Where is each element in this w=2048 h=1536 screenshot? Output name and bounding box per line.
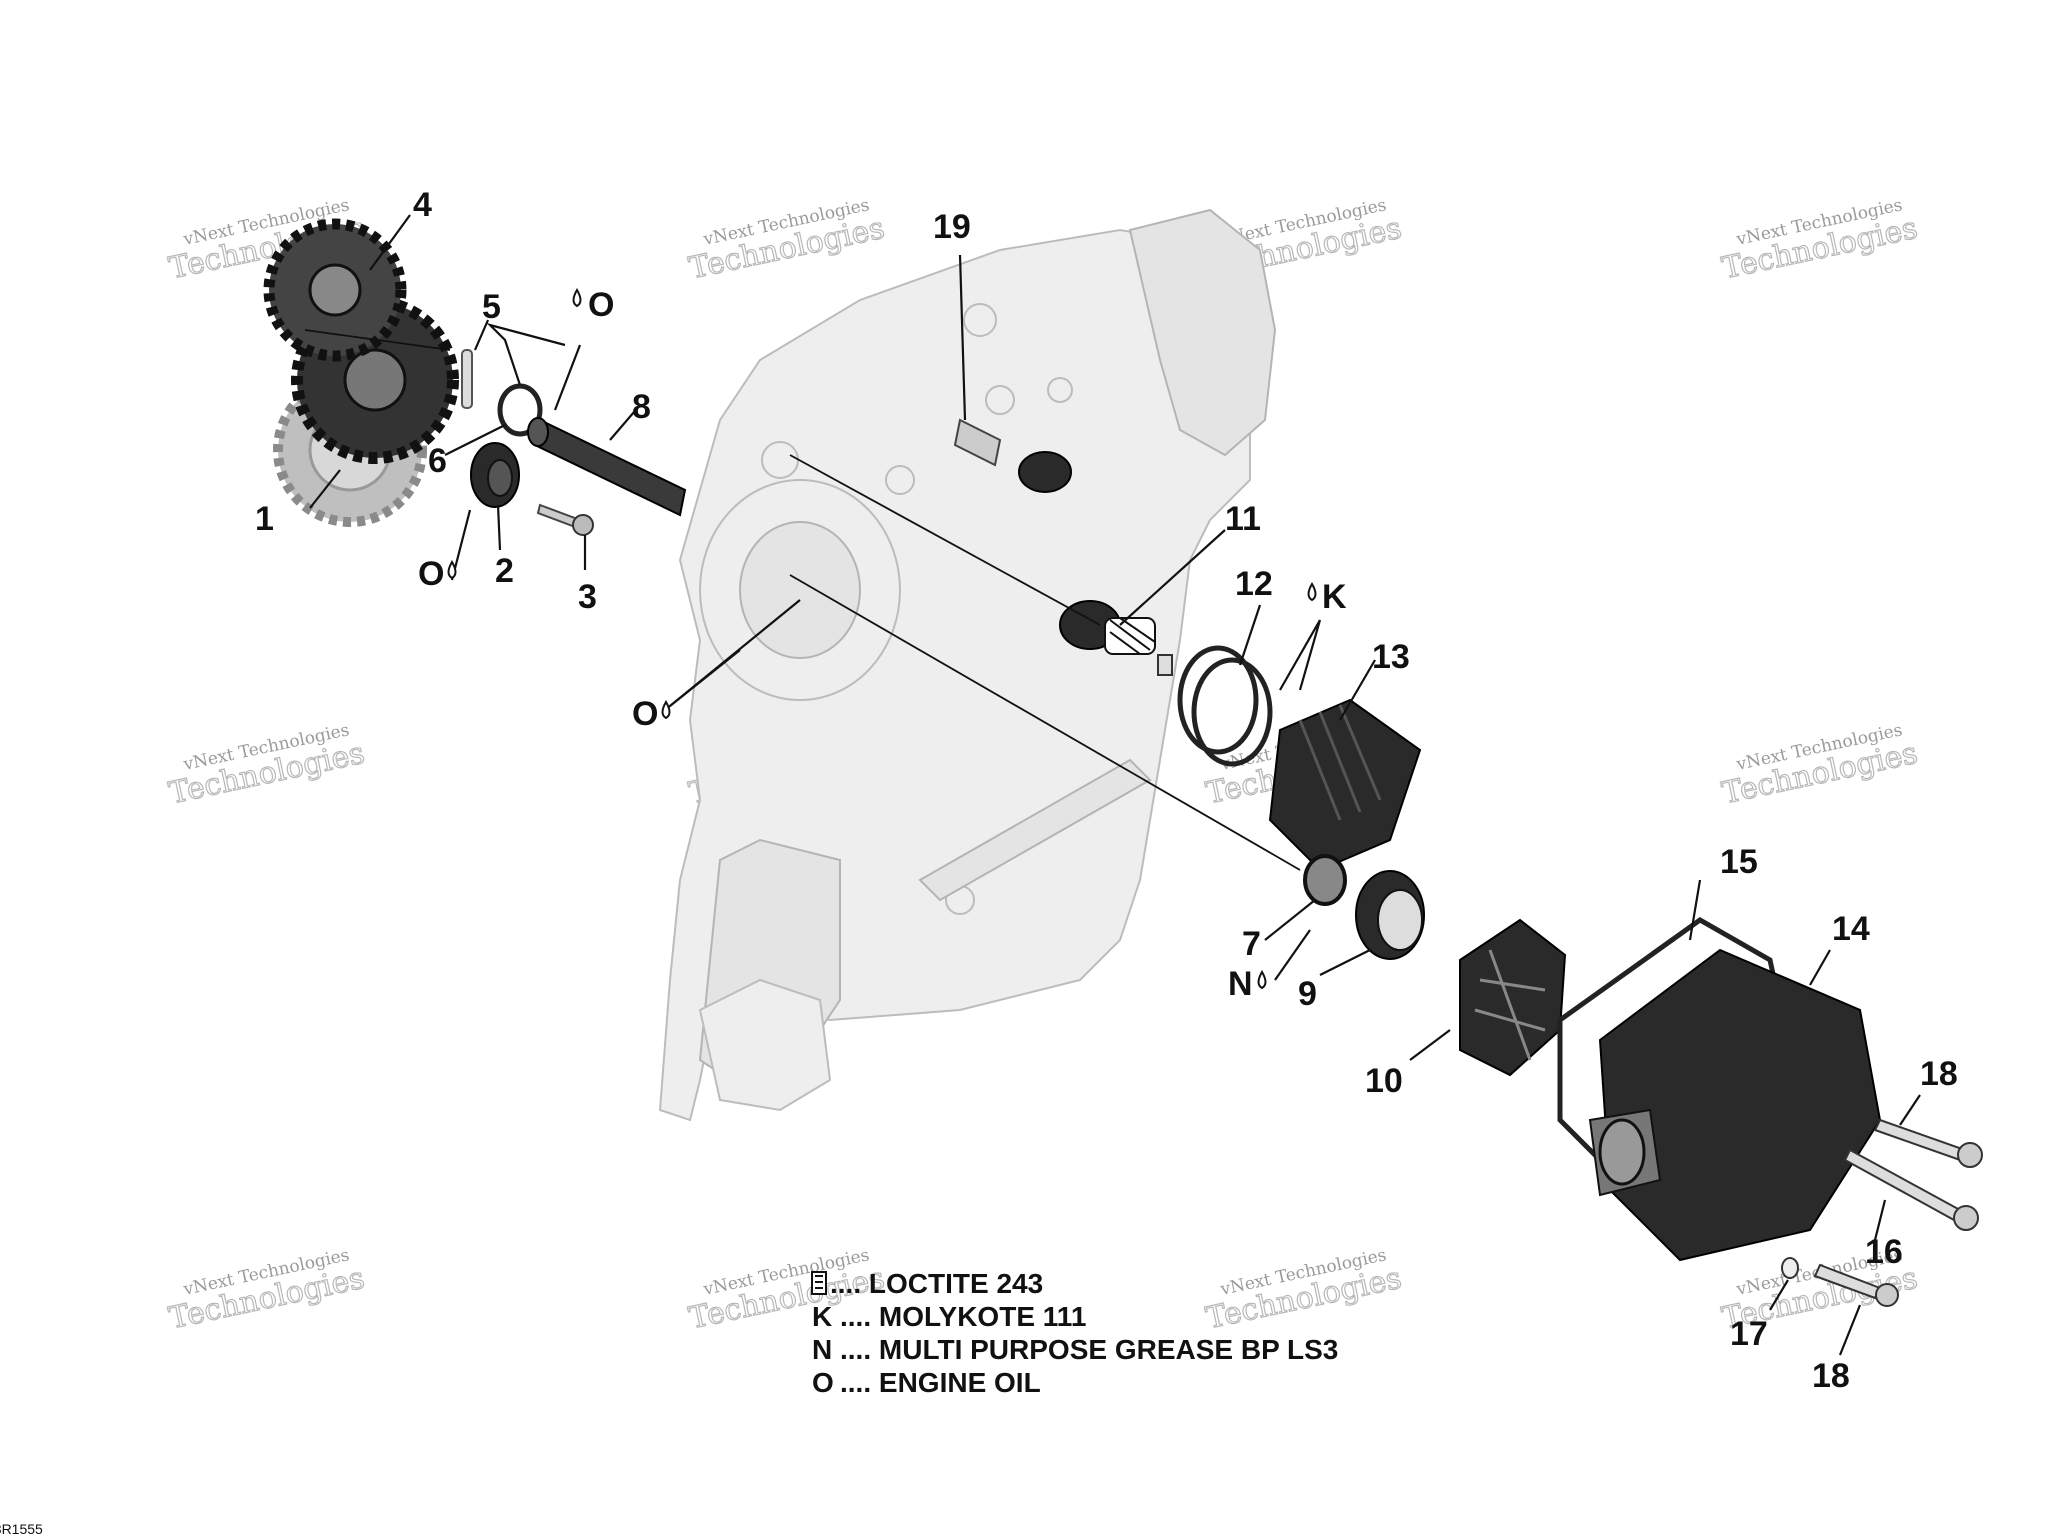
svg-text:O: O <box>588 286 614 324</box>
callout-15: 15 <box>1720 843 1758 881</box>
callout-6: 6 <box>428 442 447 480</box>
water-pump-cover-item-14 <box>1588 948 1882 1262</box>
drop-icon <box>1257 970 1267 990</box>
callout-13: 13 <box>1372 638 1410 676</box>
pin-item-5 <box>461 349 473 409</box>
legend-row-engine-oil: O .... ENGINE OIL <box>812 1367 1041 1398</box>
o-rings-item-12 <box>1177 645 1273 767</box>
callout-8: 8 <box>632 388 651 426</box>
legend-row-grease: N .... MULTI PURPOSE GREASE BP LS3 <box>812 1334 1338 1365</box>
drop-icon <box>447 560 457 580</box>
assembly-axes <box>304 329 1301 871</box>
callout-10: 10 <box>1365 1062 1403 1100</box>
bearing-item-2 <box>470 442 520 508</box>
loctite-icon <box>811 1271 827 1295</box>
callout-9: 9 <box>1298 975 1317 1013</box>
callout-1: 1 <box>255 500 274 538</box>
svg-text:N: N <box>812 1334 832 1365</box>
callout-7: 7 <box>1242 925 1261 963</box>
svg-text:K: K <box>1322 578 1347 616</box>
lubricant-markers: O O O K N <box>418 286 1347 1003</box>
callout-14: 14 <box>1832 910 1870 948</box>
callout-18-bottom: 18 <box>1812 1357 1850 1395</box>
lubricant-mark-oil-gear: O <box>418 555 457 593</box>
o-ring-item-6 <box>497 383 543 437</box>
svg-text:O: O <box>418 555 444 593</box>
idler-gear-item-4 <box>263 218 407 362</box>
watermark: Technologies vNext Technologies <box>1718 720 1921 812</box>
callout-16: 16 <box>1865 1233 1903 1271</box>
figure-code: 03R1555 <box>0 1521 43 1536</box>
callout-17: 17 <box>1730 1315 1768 1353</box>
lubricant-mark-grease: N <box>1228 965 1267 1003</box>
callout-12: 12 <box>1235 565 1273 603</box>
washer-item-17 <box>1781 1257 1799 1279</box>
hose-fitting-item-13 <box>1268 698 1422 872</box>
drop-icon <box>661 700 671 720</box>
svg-text:.... ENGINE OIL: .... ENGINE OIL <box>840 1367 1041 1398</box>
watermark: Technologies vNext Technologies <box>165 720 368 812</box>
watermark: Technologies vNext Technologies <box>1202 1245 1405 1337</box>
screw-item-3 <box>536 503 594 536</box>
svg-text:.... MULTI PURPOSE GREASE BP: .... MULTI PURPOSE GREASE BP LS3 <box>840 1334 1338 1365</box>
legend-row-loctite: .... LOCTITE 243 <box>811 1268 1043 1299</box>
svg-text:K: K <box>812 1301 832 1332</box>
callout-2: 2 <box>495 552 514 590</box>
temperature-sensor-item-19 <box>953 418 1072 493</box>
leader-lines <box>309 214 1921 1356</box>
callout-18-top: 18 <box>1920 1055 1958 1093</box>
callout-11: 11 <box>1225 500 1261 538</box>
drop-icon <box>1307 582 1317 602</box>
svg-text:.... LOCTITE 243: .... LOCTITE 243 <box>830 1268 1043 1299</box>
watermark: Technologies vNext Technologies <box>165 1245 368 1337</box>
watermark: Technologies vNext Technologies <box>1718 195 1921 287</box>
svg-text:.... MOLYKOTE 111: .... MOLYKOTE 111 <box>840 1301 1086 1332</box>
svg-text:O: O <box>812 1367 834 1398</box>
callout-5: 5 <box>482 288 501 326</box>
engine-crankcase <box>658 208 1277 1122</box>
lubricant-mark-molykote: K <box>1307 578 1347 616</box>
mechanical-seal-item-9 <box>1355 870 1425 960</box>
impeller-item-10 <box>1459 918 1567 1077</box>
bolt-item-18-bottom <box>1813 1263 1899 1307</box>
bolt-item-18-top <box>1873 1118 1983 1168</box>
callout-19: 19 <box>933 208 971 246</box>
thermostat-item-11 <box>1059 600 1173 676</box>
lubricant-mark-oil-housing: O <box>632 695 671 733</box>
callout-3: 3 <box>578 578 597 616</box>
pump-shaft-item-8 <box>527 417 687 517</box>
watermark: Technologies vNext Technologies <box>685 195 888 287</box>
bolt-item-16 <box>1843 1148 1979 1231</box>
callout-4: 4 <box>413 186 432 224</box>
svg-text:O: O <box>632 695 658 733</box>
svg-text:N: N <box>1228 965 1253 1003</box>
seal-ring-item-7 <box>1303 854 1347 906</box>
callouts: 1 2 3 4 5 6 7 8 9 10 11 12 13 14 15 16 1… <box>255 186 1958 1395</box>
drop-icon <box>572 288 582 308</box>
lubricant-mark-oil-top: O <box>572 286 614 324</box>
legend: .... LOCTITE 243 K .... MOLYKOTE 111 N .… <box>811 1268 1338 1398</box>
legend-row-molykote: K .... MOLYKOTE 111 <box>812 1301 1086 1332</box>
